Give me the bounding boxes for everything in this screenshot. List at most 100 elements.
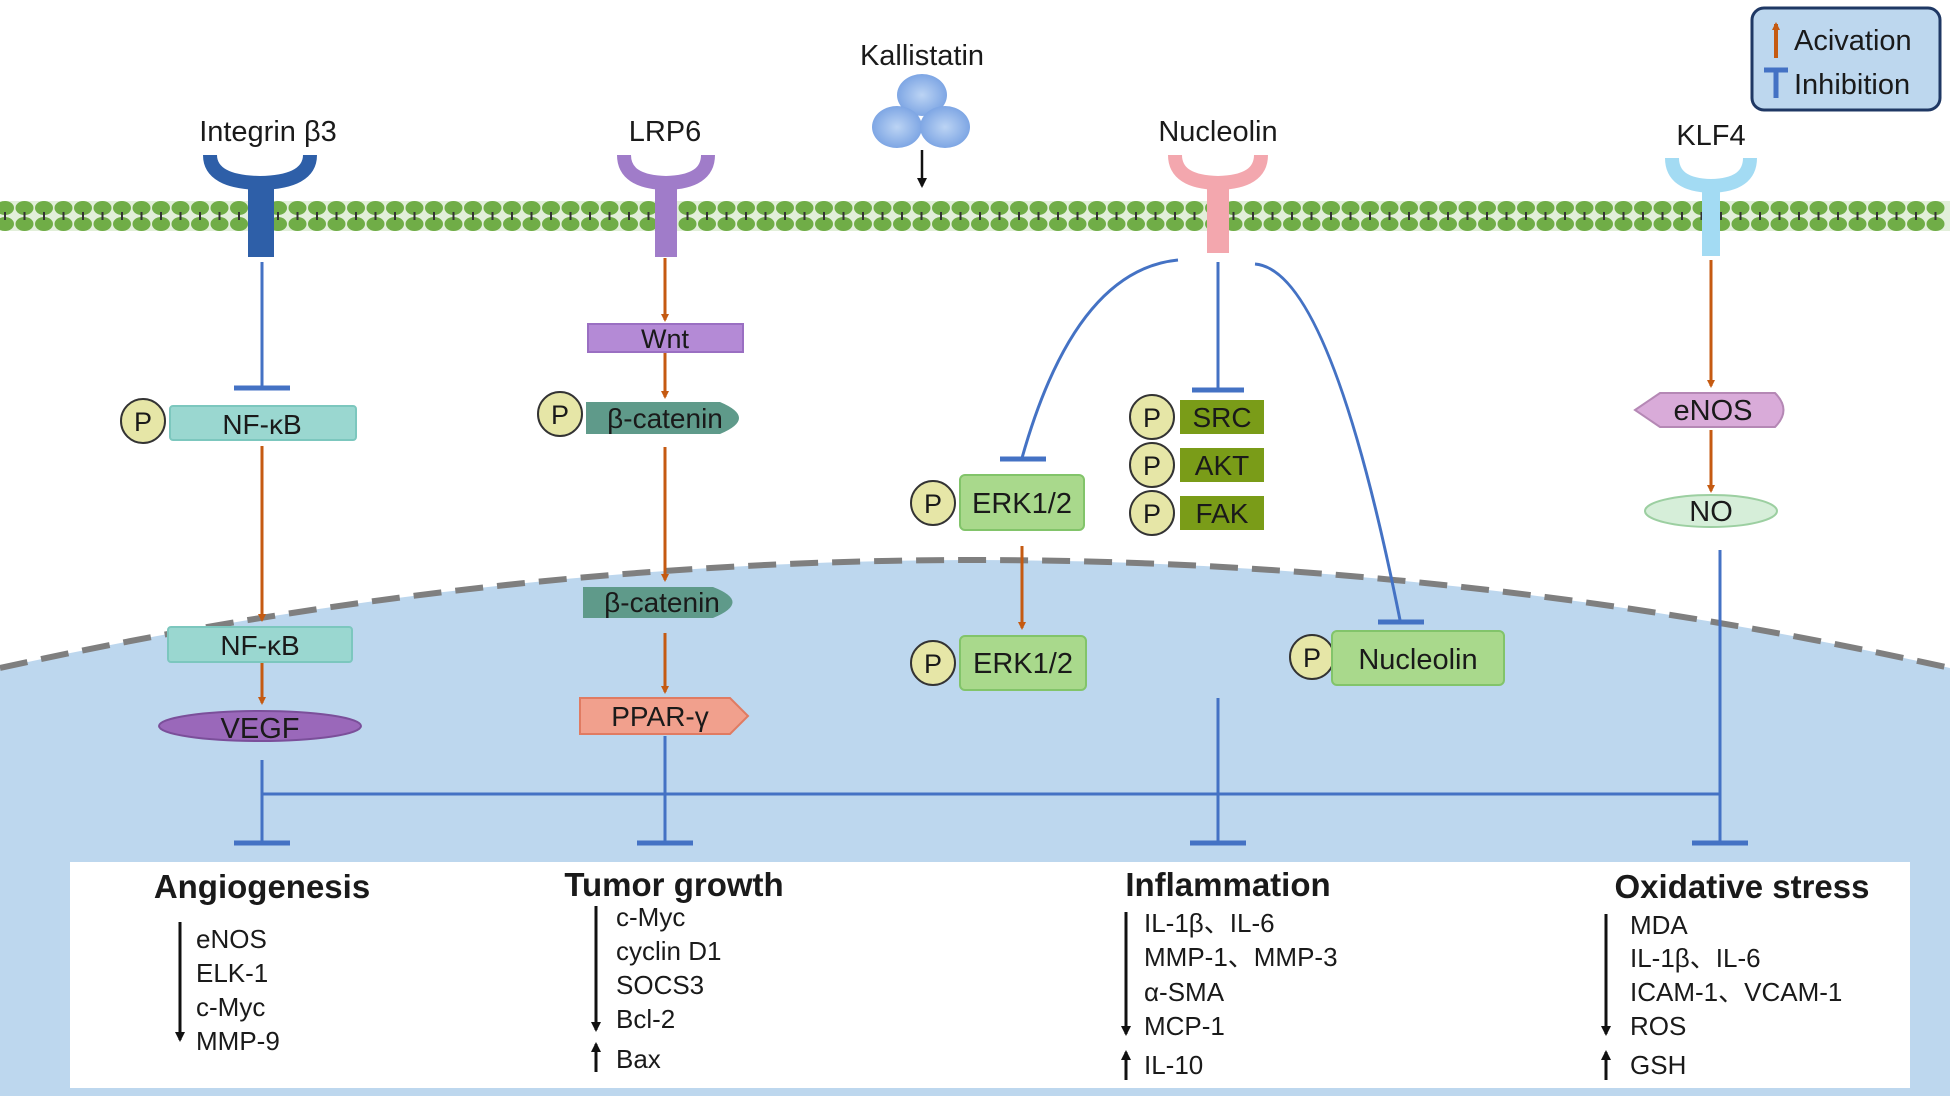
- outcome-oxidative-stress: Oxidative stress MDA IL-1β、IL-6 ICAM-1、V…: [1601, 868, 1869, 1080]
- marker-item: ELK-1: [196, 958, 268, 988]
- lipid-head: [1302, 201, 1321, 215]
- lipid-head: [971, 217, 989, 231]
- lipid-head: [1517, 201, 1535, 215]
- lipid-head: [483, 201, 502, 215]
- lipid-head: [1809, 217, 1828, 231]
- lipid-head: [1497, 217, 1516, 231]
- lipid-head: [54, 201, 73, 215]
- lipid-head: [1868, 217, 1886, 231]
- phospho-icon: [1129, 490, 1175, 536]
- lipid-head: [1439, 217, 1457, 231]
- lipid-head: [737, 217, 755, 231]
- lipid-head: [1556, 217, 1574, 231]
- kallistatin-molecule-icon: [872, 106, 922, 148]
- lipid-head: [1614, 217, 1633, 231]
- lipid-head: [1790, 201, 1808, 215]
- nucleolin-receptor: Nucleolin: [1158, 116, 1278, 253]
- lipid-head: [620, 201, 638, 215]
- lipid-head: [990, 217, 1009, 231]
- svg-text:P: P: [1143, 499, 1161, 529]
- lipid-head: [1653, 201, 1672, 215]
- lipid-head: [171, 201, 190, 215]
- lipid-head: [347, 201, 365, 215]
- lipid-head: [600, 201, 619, 215]
- phospho-icon: [537, 391, 583, 437]
- lipid-head: [35, 217, 53, 231]
- lipid-head: [834, 201, 853, 215]
- marker-item: α-SMA: [1144, 977, 1225, 1007]
- marker-item: c-Myc: [196, 992, 265, 1022]
- inhibition-lines: [234, 258, 1748, 846]
- marker-item: Bcl-2: [616, 1004, 675, 1034]
- lipid-head: [873, 201, 892, 215]
- lipid-head: [1049, 201, 1067, 215]
- marker-item: GSH: [1630, 1050, 1686, 1080]
- lipid-head: [230, 217, 248, 231]
- fak-label: FAK: [1196, 498, 1249, 529]
- lipid-head: [561, 201, 580, 215]
- lipid-head: [483, 217, 502, 231]
- lipid-head: [815, 201, 833, 215]
- lipid-head: [1341, 201, 1360, 215]
- lipid-head: [1731, 217, 1750, 231]
- lipid-head: [1380, 217, 1399, 231]
- lipid-head: [1634, 217, 1652, 231]
- lipid-head: [542, 201, 560, 215]
- marker-item: IL-1β、IL-6: [1144, 908, 1275, 938]
- lipid-head: [737, 201, 755, 215]
- wnt-node: Wnt: [587, 323, 744, 354]
- bcatenin-nuc-label: β-catenin: [604, 587, 720, 618]
- lipid-head: [678, 201, 697, 215]
- lipid-head: [1790, 217, 1808, 231]
- lipid-head: [873, 217, 892, 231]
- lipid-head: [171, 217, 190, 231]
- lipid-head: [1809, 201, 1828, 215]
- lipid-head: [971, 201, 989, 215]
- lipid-head: [74, 201, 92, 215]
- lrp6-receptor: LRP6: [617, 116, 715, 257]
- lipid-head: [1439, 201, 1457, 215]
- svg-text:P: P: [1143, 451, 1161, 481]
- lipid-head: [561, 217, 580, 231]
- lipid-head: [776, 201, 794, 215]
- lipid-head: [600, 217, 619, 231]
- lipid-head: [132, 201, 151, 215]
- lipid-head: [327, 201, 346, 215]
- marker-item: ROS: [1630, 1011, 1686, 1041]
- p-fak-node: P FAK: [1129, 490, 1264, 536]
- lipid-head: [776, 217, 794, 231]
- lipid-head: [308, 217, 326, 231]
- lipid-head: [1010, 217, 1028, 231]
- erk-nuc-label: ERK1/2: [973, 648, 1073, 680]
- lipid-head: [932, 217, 950, 231]
- lipid-head: [1146, 201, 1165, 215]
- lipid-head: [1361, 201, 1379, 215]
- lipid-head: [347, 217, 365, 231]
- lipid-head: [1887, 201, 1906, 215]
- lipid-head: [990, 201, 1009, 215]
- lipid-head: [386, 201, 404, 215]
- lipid-head: [1634, 201, 1652, 215]
- p-bcatenin-cyto-node: P β-catenin: [537, 391, 739, 437]
- lipid-head: [1614, 201, 1633, 215]
- nfkb-cyto-label: NF-κB: [222, 409, 301, 440]
- lipid-head: [405, 217, 424, 231]
- phospho-icon: [1129, 442, 1175, 488]
- lipid-head: [210, 217, 229, 231]
- lipid-head: [1556, 201, 1574, 215]
- marker-item: ICAM-1、VCAM-1: [1630, 977, 1842, 1007]
- lipid-head: [366, 201, 385, 215]
- lipid-head: [639, 217, 658, 231]
- lipid-head: [1517, 217, 1535, 231]
- outcome-angiogenesis: Angiogenesis eNOS ELK-1 c-Myc MMP-9: [154, 868, 370, 1056]
- lipid-head: [1068, 217, 1087, 231]
- lipid-head: [15, 217, 34, 231]
- lipid-head: [1770, 217, 1789, 231]
- lipid-head: [756, 217, 775, 231]
- lipid-head: [74, 217, 92, 231]
- legend-activation-label: Acivation: [1794, 25, 1912, 57]
- akt-label: AKT: [1195, 450, 1249, 481]
- marker-item: MCP-1: [1144, 1011, 1225, 1041]
- lipid-head: [1419, 217, 1438, 231]
- lipid-head: [1751, 217, 1769, 231]
